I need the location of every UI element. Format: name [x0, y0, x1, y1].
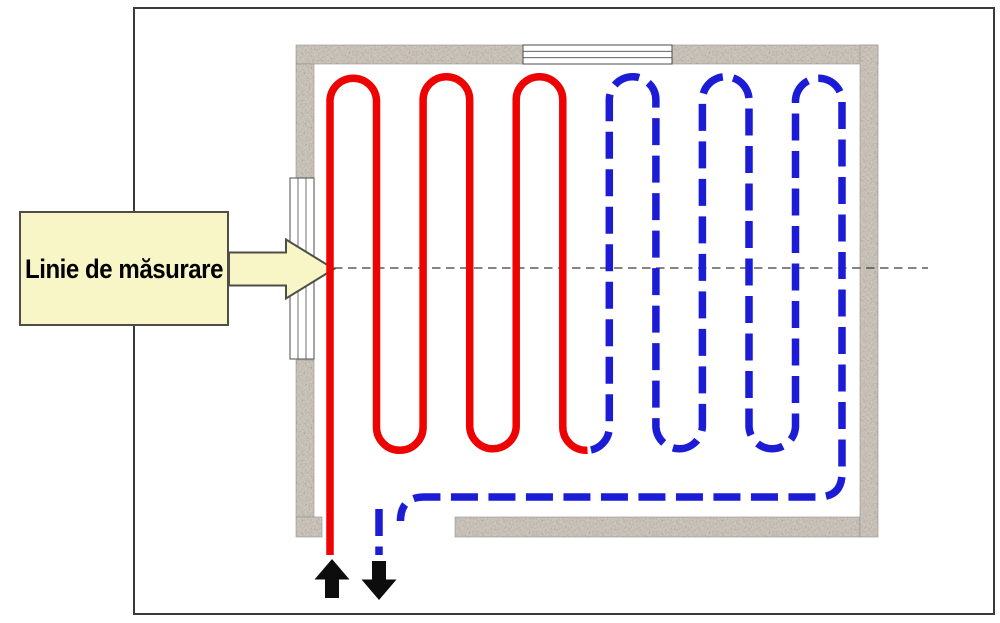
- room-walls: [295, 44, 879, 538]
- supply-pipe: [326, 73, 588, 555]
- arrow-up-icon: [314, 559, 350, 598]
- wall-segment-top-left: [295, 44, 524, 65]
- arrow-down-icon: [361, 561, 397, 600]
- wall-segment-right: [859, 44, 879, 538]
- wall-segment-left-lower: [295, 359, 315, 518]
- wall-segment-top-right: [671, 44, 879, 65]
- block-arrow-right-icon: [228, 237, 336, 301]
- callout-box: [19, 211, 229, 326]
- top-window-frame: [522, 44, 673, 65]
- measure-line-callout: Linie de măsurare: [19, 211, 336, 326]
- callout-label: Linie de măsurare: [25, 254, 223, 284]
- top-window: [522, 44, 673, 65]
- wall-segment-bottom-stub: [295, 516, 323, 538]
- wall-segment-left-upper: [295, 63, 315, 179]
- wall-segment-bottom-right: [454, 516, 861, 538]
- return-pipe: [396, 73, 846, 525]
- flow-direction-arrows: [314, 559, 397, 600]
